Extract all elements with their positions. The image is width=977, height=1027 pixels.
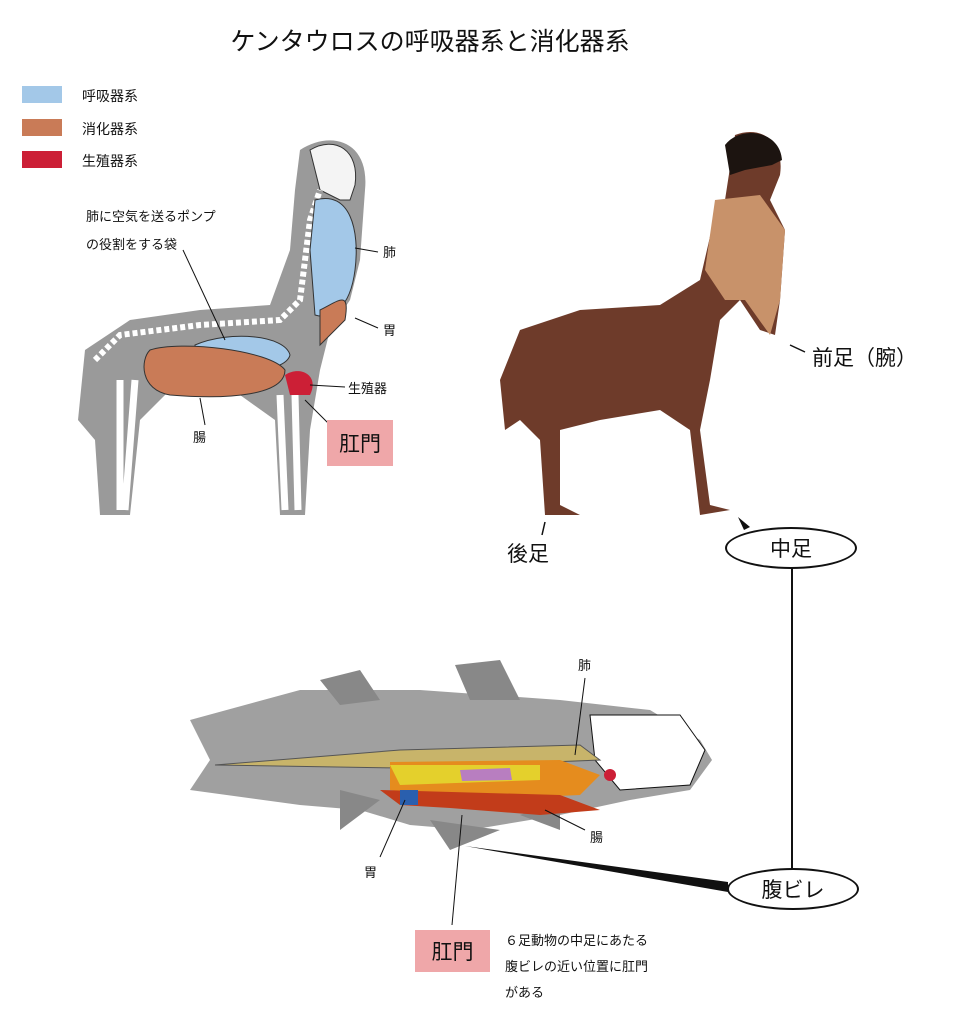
fish-label-stomach: 胃	[364, 866, 378, 881]
fish-note: ６足動物の中足にあたる 腹ビレの近い位置に肛門 がある	[505, 929, 648, 1007]
connector-wedge	[465, 846, 728, 892]
label-hind-leg: 後足	[507, 542, 549, 566]
label-anus-centaur: 肛門	[327, 420, 393, 466]
legend-swatch-respiratory	[22, 86, 62, 103]
centaur-skeleton-illustration	[78, 140, 379, 516]
legend-label-respiratory: 呼吸器系	[82, 89, 138, 105]
coelacanth-illustration	[190, 660, 712, 926]
fish-note-line-3: がある	[505, 986, 545, 1001]
legend-label-reproductive: 生殖器系	[82, 154, 138, 170]
centaur-painting	[500, 131, 806, 536]
label-air-sac-1: 肺に空気を送るポンプ	[86, 210, 216, 225]
label-stomach: 胃	[383, 324, 397, 339]
label-lung: 肺	[383, 246, 397, 261]
fish-label-anus: 肛門	[415, 930, 490, 972]
legend-swatch-reproductive	[22, 151, 62, 168]
label-air-sac-2: の役割をする袋	[86, 238, 178, 253]
fish-note-line-1: ６足動物の中足にあたる	[505, 934, 649, 949]
legend-label-digestive: 消化器系	[82, 122, 138, 138]
fish-label-intestine: 腸	[590, 831, 604, 846]
fish-label-lung: 肺	[578, 659, 592, 674]
page-title: ケンタウロスの呼吸器系と消化器系	[230, 27, 630, 56]
label-intestine: 腸	[193, 431, 207, 446]
legend-swatch-digestive	[22, 119, 62, 136]
fish-note-line-2: 腹ビレの近い位置に肛門	[505, 960, 649, 975]
label-pelvic-fin: 腹ビレ	[727, 868, 859, 910]
label-genitals: 生殖器	[348, 382, 388, 397]
label-front-leg: 前足（腕）	[812, 346, 917, 370]
label-middle-leg: 中足	[725, 527, 857, 569]
